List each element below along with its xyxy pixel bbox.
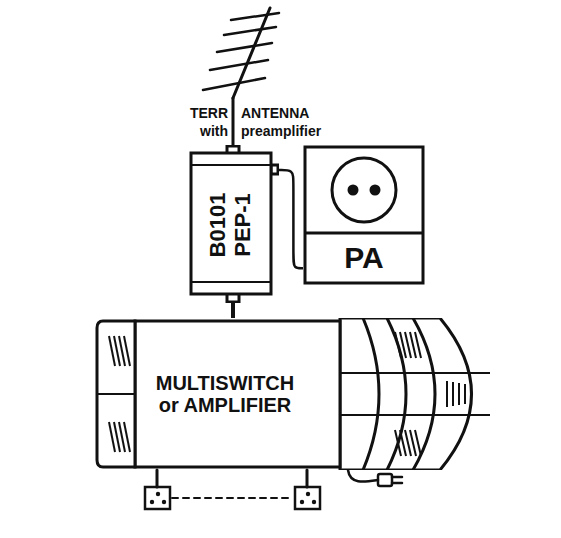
multiswitch-box-outline: [95, 318, 500, 470]
antenna-label: TERR: [190, 105, 228, 121]
outlet-holes: [150, 492, 316, 504]
cable: [279, 170, 303, 268]
antenna-label: ANTENNA: [241, 105, 309, 121]
outlet-wire: [156, 470, 159, 487]
antenna-label: preamplifier: [241, 123, 321, 139]
antenna-elements: [203, 13, 279, 90]
mains-cable: [348, 470, 378, 482]
cable: [231, 303, 235, 318]
multiswitch-box: MULTISWITCH or AMPLIFIER: [95, 318, 500, 470]
antenna-mast: [232, 98, 235, 146]
node-text: B0101 PEP-1: [206, 193, 255, 258]
dashed-line: [172, 497, 292, 499]
power-adapter: PA: [303, 145, 425, 285]
antenna-boom: [233, 8, 270, 98]
antenna-label: with: [200, 123, 228, 139]
node-text: PA: [344, 241, 383, 275]
outlet-wire: [306, 470, 309, 487]
outlet-symbol: [145, 487, 320, 509]
mains-plug: [378, 474, 402, 486]
splitter-box: B0101 PEP-1: [187, 145, 279, 303]
node-text: MULTISWITCH or AMPLIFIER: [156, 372, 295, 417]
